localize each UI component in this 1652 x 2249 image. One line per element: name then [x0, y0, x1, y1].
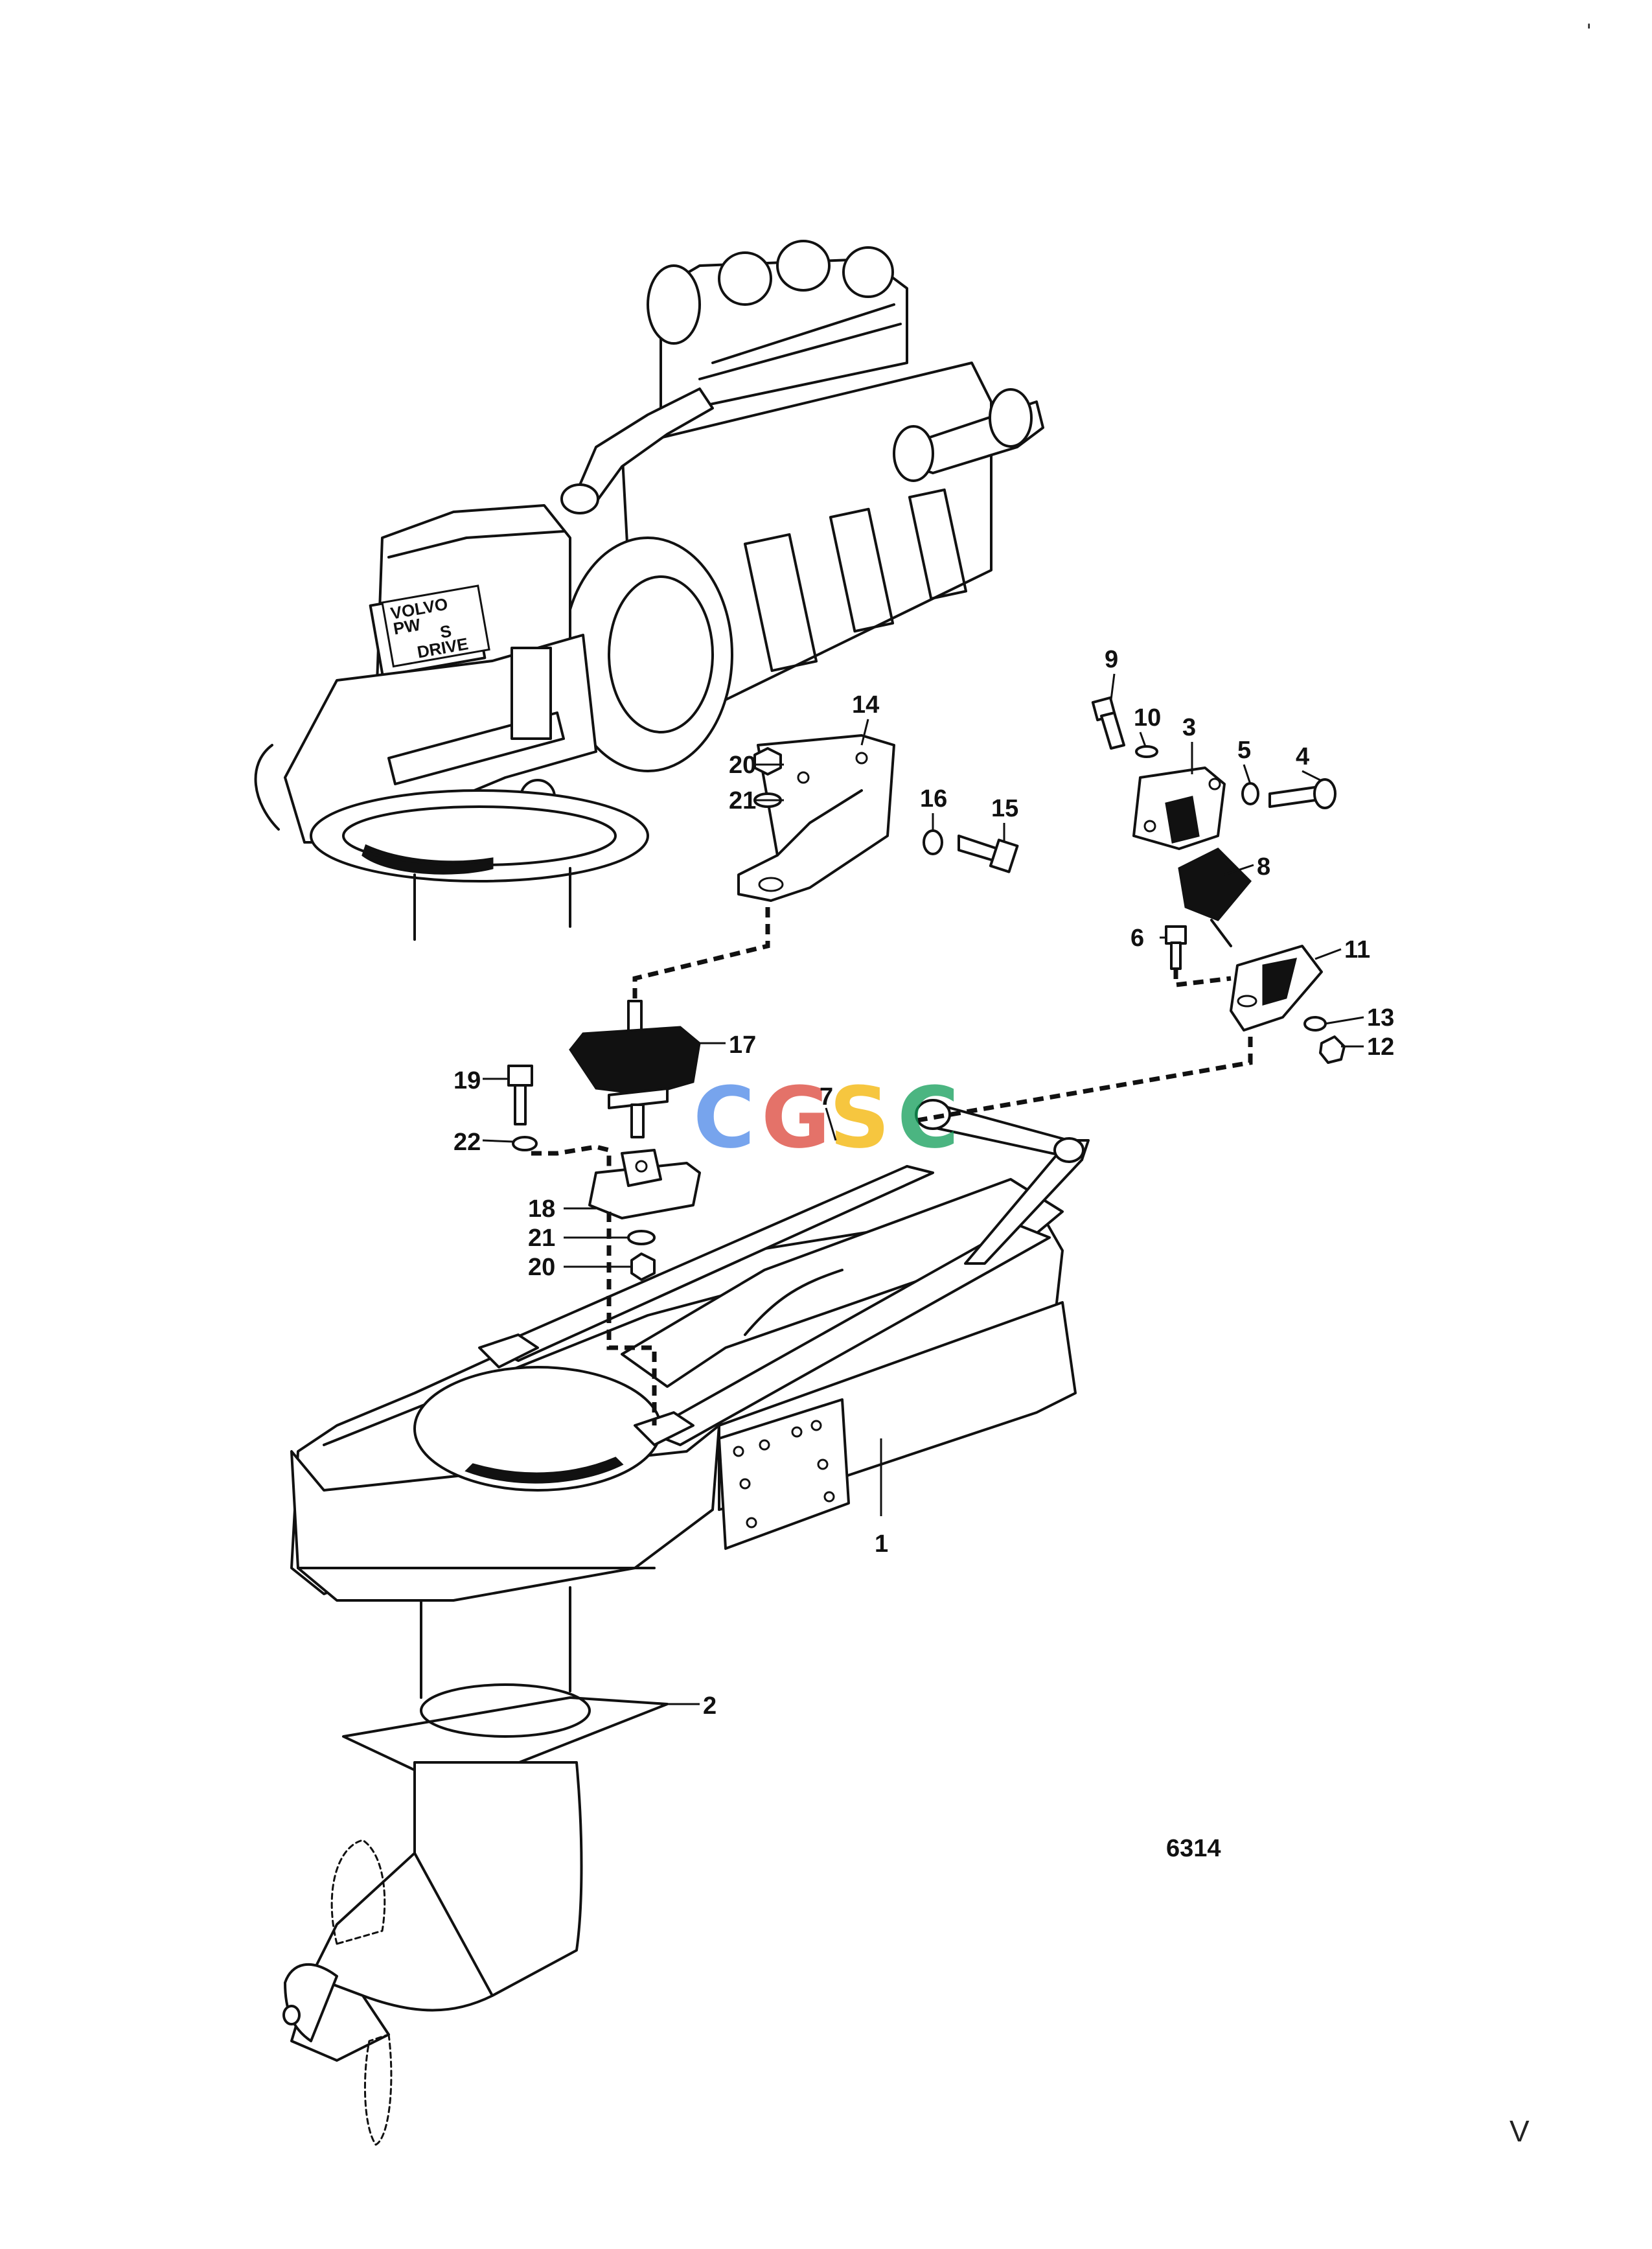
badge-mark: S	[439, 621, 453, 642]
watermark-letter: C	[693, 1068, 755, 1167]
callout-15: 15	[991, 795, 1018, 822]
left-mount-group	[507, 1000, 701, 1281]
bracket-14-group	[737, 734, 1019, 902]
callout-21-top: 21	[729, 787, 756, 814]
callout-13: 13	[1367, 1004, 1394, 1032]
callout-8: 8	[1257, 853, 1270, 881]
lower-drive-assembly	[282, 1586, 669, 2146]
callout-21-bottom: 21	[528, 1225, 555, 1252]
callout-16: 16	[920, 785, 947, 813]
callout-12: 12	[1367, 1033, 1394, 1061]
callout-9: 9	[1105, 646, 1118, 673]
callout-6: 6	[1130, 925, 1144, 952]
callout-7: 7	[820, 1083, 833, 1111]
right-mount-group	[1091, 696, 1346, 1064]
watermark-letter: G	[761, 1068, 831, 1167]
assembly-guide-lines	[531, 907, 1253, 1425]
callout-4: 4	[1296, 743, 1309, 770]
badge-sub: PW	[392, 614, 422, 638]
volvo-s-drive-badge: VOLVO PW S DRIVE	[381, 584, 490, 668]
callout-17: 17	[729, 1032, 756, 1059]
callout-5: 5	[1237, 737, 1251, 764]
callout-20-top: 20	[729, 752, 756, 779]
callout-leaders	[482, 673, 1364, 1705]
callout-11: 11	[1344, 936, 1370, 963]
scan-mark-top: ˈ	[1584, 18, 1594, 52]
callout-19: 19	[453, 1067, 481, 1094]
engine-assembly: VOLVO PW S DRIVE	[254, 240, 1044, 941]
callout-20-bottom: 20	[528, 1254, 555, 1281]
callout-1: 1	[875, 1530, 888, 1558]
watermark-letter: S	[829, 1068, 890, 1167]
callout-3: 3	[1182, 714, 1196, 741]
callout-2: 2	[703, 1692, 717, 1720]
foundation-assembly	[290, 1099, 1090, 1602]
callout-22: 22	[453, 1129, 481, 1156]
callout-labels: 1 2 3 4 5 6 7 8 9 10 11 12 13 14 15 16 1…	[453, 646, 1394, 1720]
callout-10: 10	[1134, 704, 1161, 732]
scan-mark-bottom: V	[1509, 2114, 1530, 2148]
callout-18: 18	[528, 1195, 555, 1223]
watermark-letter: C	[897, 1068, 959, 1167]
drawing-number: 6314	[1166, 1835, 1221, 1862]
callout-14: 14	[852, 691, 879, 719]
